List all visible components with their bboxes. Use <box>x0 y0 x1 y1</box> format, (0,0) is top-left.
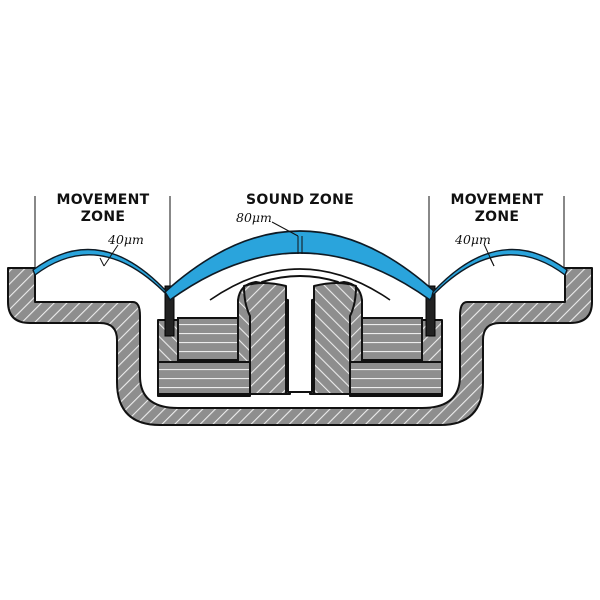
right-lower-plate <box>349 361 443 395</box>
center-thickness-label: 80μm <box>236 210 272 225</box>
inner-dome-outline <box>209 268 391 301</box>
left-top-plate <box>177 317 239 361</box>
center-zone-label: SOUND ZONE <box>246 192 354 208</box>
right-voice-coil <box>425 285 436 337</box>
center-thickness-leader <box>271 221 299 237</box>
right-pole-half <box>313 282 357 395</box>
left-pole-half <box>243 282 287 395</box>
left-movement-diaphragm <box>32 248 169 297</box>
center-pole-piece <box>261 275 339 393</box>
left-thickness-tick <box>99 257 105 267</box>
zone-divider-lines <box>34 196 565 290</box>
right-movement-diaphragm <box>431 248 568 297</box>
outer-frame <box>7 267 593 426</box>
left-thickness-label: 40μm <box>107 232 144 247</box>
left-thickness-leader <box>103 244 119 267</box>
right-zone-label-line2: ZONE <box>475 209 520 225</box>
right-top-plate <box>361 317 423 361</box>
left-zone-label-line1: MOVEMENT <box>56 192 149 208</box>
left-zone-label-line2: ZONE <box>81 209 126 225</box>
right-thickness-label: 40μm <box>454 232 491 247</box>
thickness-markers <box>99 221 495 267</box>
right-thickness-tick <box>489 257 495 267</box>
left-voice-coil <box>164 285 175 337</box>
right-zone-label-line1: MOVEMENT <box>450 192 543 208</box>
left-lower-plate <box>157 361 251 395</box>
